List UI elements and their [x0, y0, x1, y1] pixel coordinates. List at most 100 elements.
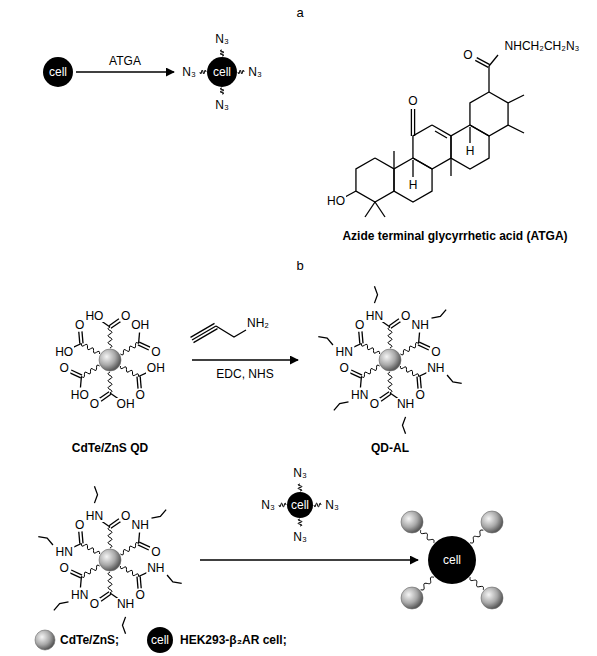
linker-chain: [81, 544, 99, 555]
steroid-ring: [413, 125, 451, 169]
carbonyl-bond: [101, 594, 111, 601]
atom-label: OH: [146, 362, 166, 374]
carbonyl-bond: [417, 377, 418, 389]
carbonyl-bond: [82, 331, 83, 343]
alkyne-bond: [194, 329, 218, 343]
legend-text: HEK293-β₂AR cell;: [180, 634, 287, 646]
atom-label: NH: [146, 562, 165, 574]
carbonyl-bond: [139, 542, 150, 547]
carbonyl-bond: [79, 332, 80, 344]
atom-label: HO: [326, 195, 346, 207]
carbonyl-bond: [70, 573, 81, 578]
cell-body: [287, 492, 313, 518]
particle-heading: QD-AL: [300, 442, 480, 454]
quantum-dot-sphere: [99, 549, 121, 571]
steroid-ring: [470, 92, 508, 136]
quantum-dot-sphere: [35, 630, 55, 650]
bond-line: [360, 377, 362, 388]
linker-chain: [421, 577, 434, 590]
carbonyl-bond: [477, 58, 490, 65]
quantum-dot-sphere: [379, 349, 401, 371]
ethyl-group: [122, 617, 125, 634]
linker-chain: [81, 365, 99, 377]
carbonyl-bond: [79, 532, 80, 544]
legend-text: CdTe/ZnS;: [60, 634, 119, 646]
atom-label: O: [89, 598, 100, 610]
atom-label: N₃: [181, 66, 197, 78]
atom-label: HN: [70, 589, 89, 601]
carbonyl-bond: [111, 321, 121, 328]
carbonyl-bond: [101, 394, 111, 401]
ethyl-group: [447, 375, 462, 383]
ketone-bond: [411, 109, 412, 136]
atom-label: HN: [335, 346, 354, 358]
quantum-dot-sphere: [481, 511, 503, 533]
linker-chain: [120, 343, 138, 355]
panel-letter: a: [295, 6, 304, 19]
quantum-dot-core: [98, 348, 122, 372]
carbonyl-bond: [82, 531, 83, 543]
atom-label: O: [150, 546, 161, 558]
quantum-dot-sphere: [401, 511, 423, 533]
carbonyl-bond: [419, 342, 430, 347]
ethyl-group: [167, 575, 182, 583]
carbonyl-bond: [109, 319, 119, 326]
atom-label: NH: [411, 319, 430, 331]
linker-chain: [108, 527, 112, 548]
bond-line: [469, 127, 470, 143]
reaction-arrow: [200, 559, 418, 560]
steroid-ring: [394, 158, 432, 202]
cell-circle: cell: [286, 491, 314, 519]
bond-line: [412, 160, 413, 177]
ethyl-group: [54, 602, 69, 610]
ethyl-group: [402, 417, 405, 434]
linker-chain: [108, 327, 112, 348]
methyl-bond: [508, 95, 524, 103]
carbonyl-bond: [389, 319, 399, 326]
linker-chain: [470, 530, 483, 543]
alkyne-bond: [192, 326, 216, 340]
atom-label: O: [89, 398, 100, 410]
atom-label: NH: [426, 362, 445, 374]
cell-label: cell: [49, 66, 67, 78]
cell-label: cell: [291, 499, 309, 511]
carbonyl-bond: [137, 577, 138, 589]
linker-chain: [81, 565, 99, 577]
bond-line: [418, 333, 420, 344]
carbonyl-bond: [70, 373, 81, 378]
bond-line: [138, 333, 140, 344]
linker-chain: [120, 366, 138, 377]
reagent-label: EDC, NHS: [214, 368, 275, 380]
methyl-bond: [450, 158, 451, 176]
bond-line: [80, 577, 82, 588]
reaction-arrow: [192, 359, 298, 360]
ketone-bond: [414, 109, 415, 136]
linker-chain: [361, 344, 379, 355]
atom-label: O: [415, 389, 426, 401]
methyl-bond: [393, 151, 394, 169]
bond-line: [488, 66, 489, 92]
atom-label: O: [407, 95, 418, 107]
steroid-ring: [356, 158, 394, 202]
atom-label: O: [462, 49, 473, 61]
atom-label: N₃: [292, 531, 308, 543]
atom-label: N₃: [292, 467, 308, 479]
cell-body: [207, 57, 237, 87]
carbonyl-bond: [99, 592, 109, 599]
atom-label: HN: [365, 310, 384, 322]
reaction-arrow: [76, 71, 174, 72]
linker-chain: [108, 372, 112, 393]
atom-label: O: [74, 519, 85, 531]
particle-heading: CdTe/ZnS QD: [30, 442, 190, 454]
cell-label: cell: [213, 66, 231, 78]
atom-label: O: [430, 346, 441, 358]
linker-chain: [200, 70, 206, 74]
atom-label: N₃: [324, 499, 340, 511]
carbonyl-bond: [109, 519, 119, 526]
atom-label: NH: [396, 398, 415, 410]
linker-chain: [120, 566, 138, 577]
cell-circle: cell: [427, 535, 477, 585]
atom-label: HN: [85, 510, 104, 522]
carbonyl-bond: [350, 373, 361, 378]
